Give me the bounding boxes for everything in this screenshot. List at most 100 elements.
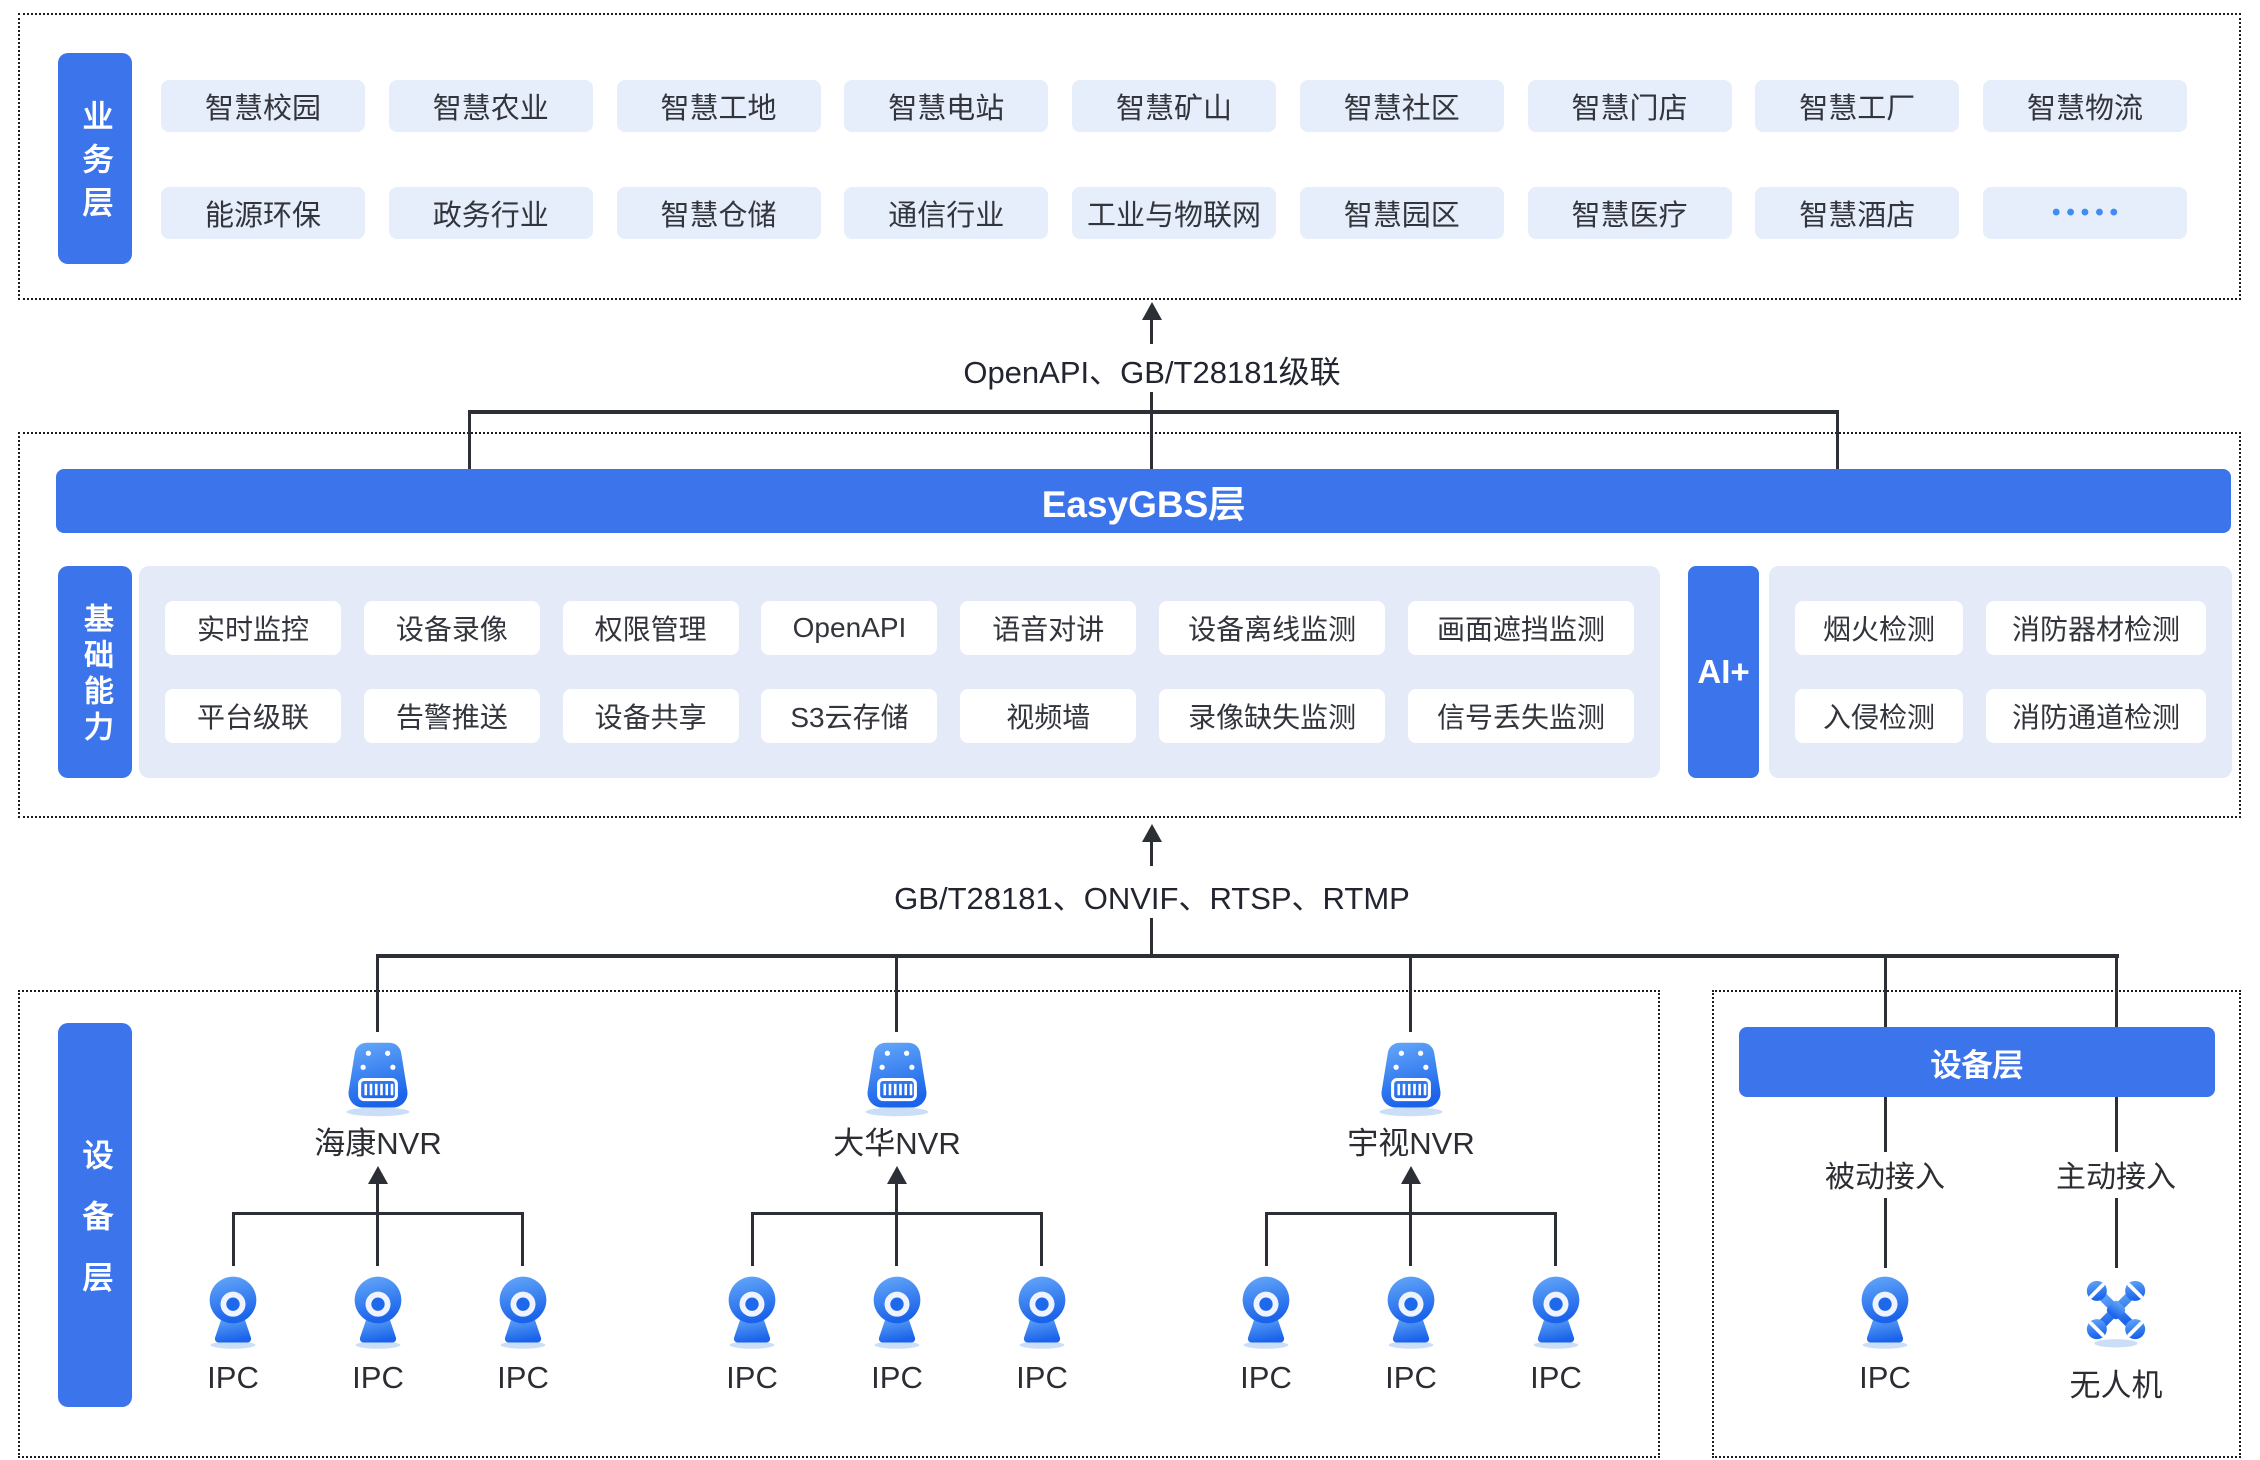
- business-chip: 智慧农业: [388, 80, 593, 132]
- top-link-stem: [1150, 392, 1153, 470]
- capability-chip: 语音对讲: [960, 600, 1137, 655]
- business-chip: 智慧仓储: [616, 187, 821, 239]
- top-link-drop-right: [1836, 410, 1839, 470]
- capability-chip: 平台级联: [165, 689, 341, 744]
- ipc-icon: [1242, 1276, 1290, 1349]
- bottom-link-shaft: [1150, 840, 1153, 866]
- top-link-arrowhead: [1142, 302, 1162, 320]
- nvr-bracket-drop: [1554, 1212, 1557, 1266]
- capability-chip: S3云存储: [761, 689, 938, 744]
- nvr-arrowhead: [1401, 1166, 1421, 1184]
- capabilities-row-2: 平台级联 告警推送 设备共享 S3云存储 视频墙 录像缺失监测 信号丢失监测: [165, 689, 1634, 744]
- ipc-label: IPC: [497, 1360, 549, 1395]
- capability-chip: 设备共享: [562, 689, 739, 744]
- ipc-icon: [1387, 1276, 1435, 1349]
- capability-chip: 设备录像: [363, 600, 540, 655]
- device-access-title-bar: 设备层: [1739, 1027, 2215, 1097]
- nvr-bracket-drop: [521, 1212, 524, 1266]
- nvr-name: 宇视NVR: [1347, 1126, 1475, 1161]
- nvr-bracket-drop: [895, 1212, 898, 1266]
- nvr-name: 海康NVR: [314, 1126, 442, 1161]
- nvr-bracket-drop: [232, 1212, 235, 1266]
- business-chip: 智慧电站: [844, 80, 1049, 132]
- ipc-label: IPC: [1385, 1360, 1437, 1395]
- ai-row-2: 入侵检测 消防通道检测: [1795, 689, 2206, 744]
- capability-chip: OpenAPI: [761, 600, 938, 655]
- nvr-arrowhead: [887, 1166, 907, 1184]
- business-chip: 智慧园区: [1299, 187, 1504, 239]
- business-chip: 通信行业: [844, 187, 1049, 239]
- business-chip: 智慧医疗: [1527, 187, 1732, 239]
- device-layer-box: [18, 990, 1660, 1458]
- ipc-icon: [873, 1276, 921, 1349]
- nvr-bracket-stem: [895, 1182, 898, 1214]
- top-link-label: OpenAPI、GB/T28181级联: [953, 347, 1351, 392]
- business-row-1: 智慧校园 智慧农业 智慧工地 智慧电站 智慧矿山 智慧社区 智慧门店 智慧工厂 …: [161, 80, 2187, 132]
- business-chip: 工业与物联网: [1072, 187, 1276, 239]
- capability-chip: 视频墙: [960, 689, 1137, 744]
- ipc-label: IPC: [1859, 1360, 1911, 1395]
- capability-chip: 录像缺失监测: [1159, 689, 1386, 744]
- business-layer-label: 业务层: [58, 53, 132, 264]
- ipc-icon: [1018, 1276, 1066, 1349]
- business-chip: 智慧矿山: [1072, 80, 1276, 132]
- easygbs-title-bar: EasyGBS层: [56, 469, 2231, 533]
- capability-chip: 画面遮挡监测: [1407, 600, 1634, 655]
- device-layer-label: 设备层: [58, 1023, 132, 1407]
- nvr-icon: [1379, 1042, 1443, 1117]
- active-access-label: 主动接入: [2048, 1152, 2184, 1196]
- drop-nvr-3: [1409, 954, 1412, 1032]
- nvr-bracket-stem: [1409, 1182, 1412, 1214]
- business-chip: 智慧社区: [1299, 80, 1504, 132]
- capability-chip: 权限管理: [562, 600, 739, 655]
- ai-capability-chip: 消防器材检测: [1986, 600, 2206, 655]
- business-chip-more: •••••: [1983, 187, 2187, 239]
- ipc-icon: [354, 1276, 402, 1349]
- ai-capability-chip: 消防通道检测: [1986, 689, 2206, 744]
- nvr-bracket-drop: [1265, 1212, 1268, 1266]
- nvr-name: 大华NVR: [833, 1126, 961, 1161]
- business-chip: 智慧物流: [1983, 80, 2187, 132]
- bottom-link-stem: [1150, 918, 1153, 958]
- business-layer-box: [18, 13, 2241, 300]
- nvr-icon: [346, 1042, 410, 1117]
- ipc-label: IPC: [726, 1360, 778, 1395]
- business-chip: 智慧酒店: [1755, 187, 1960, 239]
- drone-icon: [2086, 1280, 2146, 1348]
- ipc-icon: [499, 1276, 547, 1349]
- drop-active-2: [2115, 1198, 2118, 1268]
- bottom-link-label: GB/T28181、ONVIF、RTSP、RTMP: [884, 873, 1420, 918]
- bottom-link-arrowhead: [1142, 824, 1162, 842]
- nvr-bracket-drop: [1409, 1212, 1412, 1266]
- ipc-label: IPC: [1016, 1360, 1068, 1395]
- nvr-bracket-drop: [751, 1212, 754, 1266]
- ai-capability-chip: 烟火检测: [1795, 600, 1963, 655]
- nvr-icon: [865, 1042, 929, 1117]
- ai-capabilities-panel: 烟火检测 消防器材检测 入侵检测 消防通道检测: [1769, 566, 2232, 778]
- ipc-icon: [1532, 1276, 1580, 1349]
- business-chip: 智慧校园: [161, 80, 365, 132]
- nvr-bracket-drop: [1040, 1212, 1043, 1266]
- top-link-bus: [469, 410, 1839, 414]
- business-chip: 能源环保: [161, 187, 365, 239]
- bottom-link-bus: [377, 954, 2119, 958]
- capability-chip: 信号丢失监测: [1407, 689, 1634, 744]
- drop-passive-2: [1884, 1198, 1887, 1268]
- top-link-drop-left: [468, 410, 471, 470]
- business-chip: 智慧工厂: [1755, 80, 1960, 132]
- nvr-bracket-stem: [376, 1182, 379, 1214]
- top-link-shaft: [1150, 318, 1153, 344]
- capability-chip: 实时监控: [165, 600, 341, 655]
- ipc-label: IPC: [1530, 1360, 1582, 1395]
- capability-side-label: 基础能力: [58, 566, 132, 778]
- business-chip: 智慧门店: [1527, 80, 1732, 132]
- capability-chip: 告警推送: [363, 689, 540, 744]
- ipc-icon: [209, 1276, 257, 1349]
- ipc-icon: [728, 1276, 776, 1349]
- business-chip: 政务行业: [388, 187, 593, 239]
- ipc-label: IPC: [1240, 1360, 1292, 1395]
- capability-chip: 设备离线监测: [1159, 600, 1386, 655]
- passive-access-label: 被动接入: [1817, 1152, 1953, 1196]
- capabilities-panel: 实时监控 设备录像 权限管理 OpenAPI 语音对讲 设备离线监测 画面遮挡监…: [139, 566, 1660, 778]
